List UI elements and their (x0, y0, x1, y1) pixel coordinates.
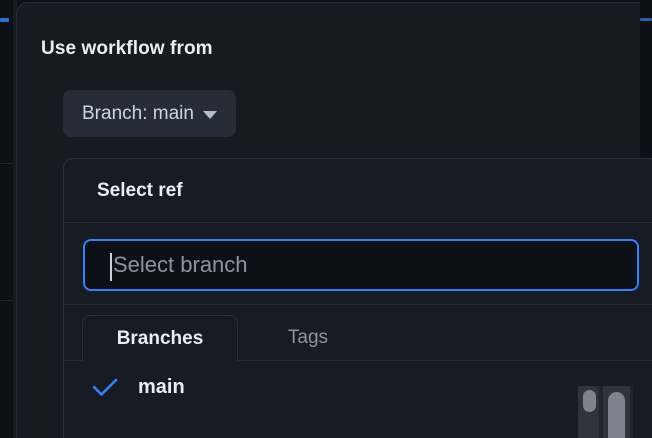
chevron-down-icon (202, 111, 217, 119)
dialog-body: Use workflow from Branch: main Select re… (41, 3, 652, 438)
nav-active-underline-right (640, 18, 652, 21)
select-ref-search-row: Select branch (64, 223, 652, 305)
tab-active-connector (83, 360, 237, 362)
text-caret (110, 253, 112, 281)
left-rail (13, 0, 17, 438)
list-item-label: main (138, 375, 185, 398)
check-icon (92, 377, 126, 397)
workflow-dispatch-dialog: Use workflow from Branch: main Select re… (16, 2, 652, 438)
scrollbar-gutter (599, 386, 603, 438)
branch-list: main (64, 361, 652, 413)
branch-search-input[interactable]: Select branch (83, 239, 639, 291)
tab-tags[interactable]: Tags (287, 327, 329, 348)
select-ref-header: Select ref (64, 159, 652, 223)
outer-scrollbar-thumb[interactable] (608, 392, 625, 438)
page-divider-upper (0, 163, 14, 164)
branch-selector-button[interactable]: Branch: main (63, 90, 236, 137)
list-item[interactable]: main (64, 361, 652, 413)
page-divider-lower (0, 300, 14, 301)
inner-scrollbar-thumb[interactable] (583, 390, 596, 412)
select-ref-popup: Select ref Select branch Branches Tags (63, 158, 652, 438)
scrollbar-edge (630, 386, 633, 438)
tab-underline (64, 360, 652, 361)
ref-tab-strip: Branches Tags (64, 305, 652, 362)
nav-active-underline-left (0, 18, 9, 22)
branch-selector-label: Branch: main (82, 102, 194, 124)
page-title: Use workflow from (41, 38, 213, 59)
branch-search-placeholder: Select branch (113, 252, 248, 277)
tab-branches[interactable]: Branches (82, 315, 238, 361)
select-ref-title: Select ref (97, 180, 183, 201)
